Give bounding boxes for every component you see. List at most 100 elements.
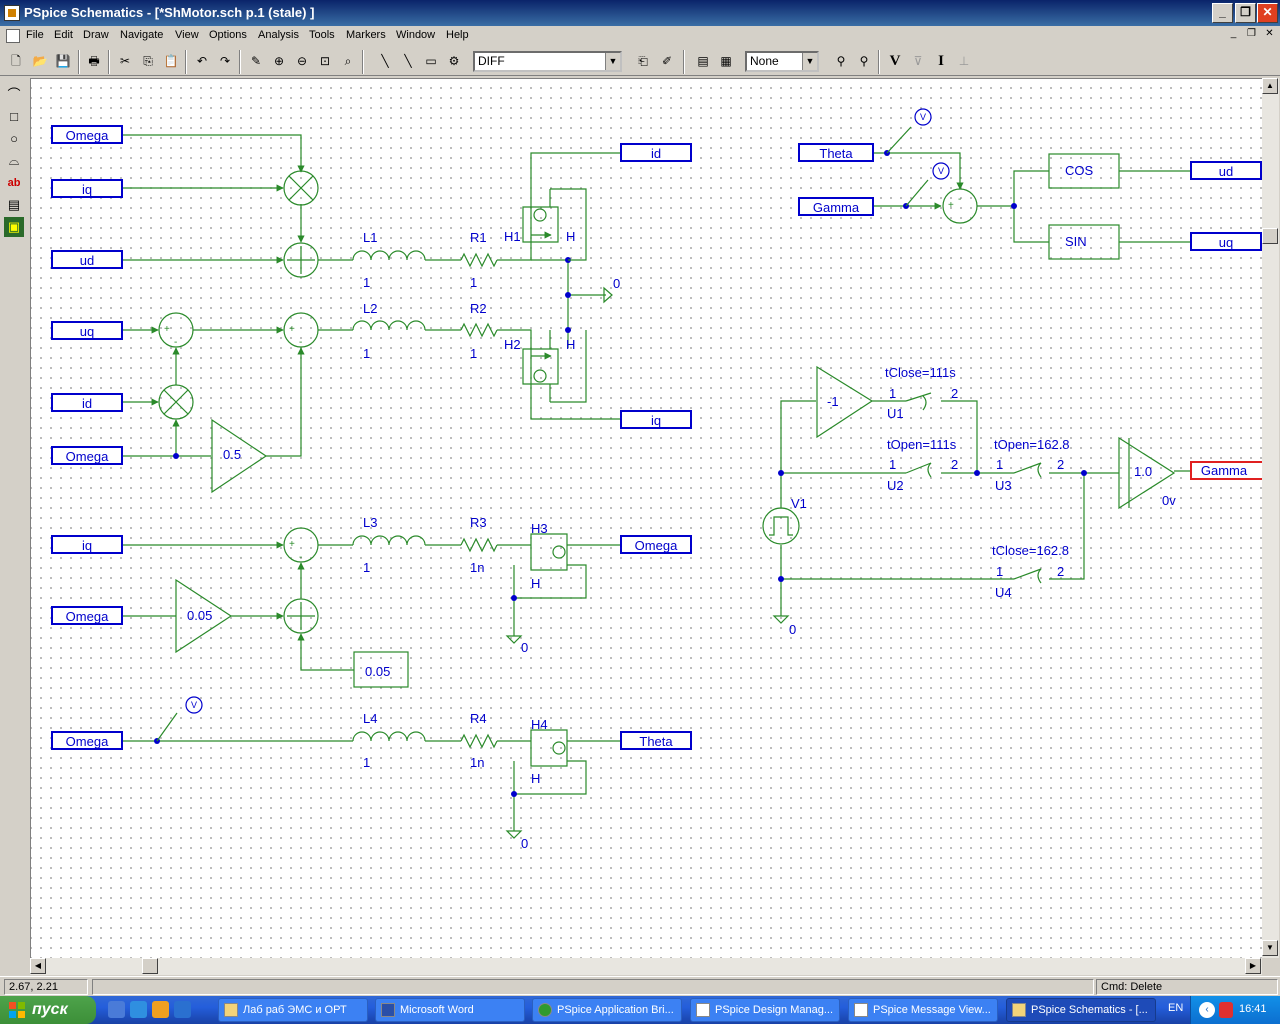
media-player-icon[interactable]: [152, 1001, 169, 1018]
draw-bus-icon[interactable]: ╲: [404, 54, 412, 68]
zoom-out-icon[interactable]: ⊖: [296, 54, 308, 68]
scroll-left-icon[interactable]: ◀: [30, 958, 46, 974]
voltage-probe-icon[interactable]: [932, 162, 950, 180]
mdi-minimize-button[interactable]: _: [1230, 28, 1237, 39]
menu-view[interactable]: View: [175, 29, 199, 41]
task-folder[interactable]: Лаб раб ЭМС и ОРТ: [218, 998, 368, 1022]
menu-edit[interactable]: Edit: [54, 29, 73, 41]
comparator-block[interactable]: [1118, 436, 1176, 510]
port-iq[interactable]: [620, 410, 692, 429]
power-marker-icon[interactable]: ⊥: [958, 54, 970, 68]
task-schematics[interactable]: PSpice Schematics - [...: [1006, 998, 1156, 1022]
resistor-r1[interactable]: [460, 252, 498, 268]
pspice-app-icon[interactable]: [4, 5, 20, 21]
document-icon[interactable]: [6, 29, 20, 43]
tray-expand-icon[interactable]: ‹: [1199, 1002, 1215, 1018]
multiplier-block[interactable]: [158, 384, 194, 420]
chevron-down-icon[interactable]: ▼: [605, 53, 620, 70]
port-uq[interactable]: [1190, 232, 1262, 251]
multiplier-block[interactable]: [283, 170, 319, 206]
sin-block[interactable]: [1048, 224, 1120, 260]
circle-tool-icon[interactable]: ○: [10, 131, 18, 146]
show-desktop-icon[interactable]: [108, 1001, 125, 1018]
port-id[interactable]: [620, 143, 692, 162]
draw-wire-icon[interactable]: ╲: [381, 54, 389, 68]
mdi-close-button[interactable]: ✕: [1265, 28, 1274, 39]
clock[interactable]: 16:41: [1239, 1003, 1267, 1015]
cut-icon[interactable]: ✂: [119, 54, 131, 68]
port-omega[interactable]: [51, 125, 123, 144]
current-source-h3[interactable]: [530, 533, 568, 571]
current-source-h1[interactable]: [522, 188, 587, 261]
voltage-marker-icon[interactable]: V: [889, 53, 901, 69]
resistor-r4[interactable]: [460, 733, 498, 749]
task-word[interactable]: Microsoft Word: [375, 998, 525, 1022]
draw-block-icon[interactable]: ▭: [425, 54, 437, 68]
menu-help[interactable]: Help: [446, 29, 469, 41]
schematic-drawing[interactable]: V V V Omega iq ud uq id Omega iq Omega O…: [31, 79, 1262, 958]
simulate-icon[interactable]: ▦: [720, 54, 732, 68]
resistor-r2[interactable]: [460, 322, 498, 338]
mdi-restore-button[interactable]: ❐: [1247, 28, 1256, 39]
gain-block[interactable]: [211, 418, 268, 494]
port-theta[interactable]: [798, 143, 874, 162]
difference-block[interactable]: [283, 527, 319, 563]
voltage-probe-icon[interactable]: [914, 108, 932, 126]
edit-symbol-icon[interactable]: ✐: [661, 54, 673, 68]
probe-area-icon[interactable]: ⚲: [859, 54, 869, 68]
port-theta[interactable]: [620, 731, 692, 750]
undo-icon[interactable]: ↶: [196, 54, 208, 68]
box-tool-icon[interactable]: □: [10, 109, 18, 124]
chevron-down-icon[interactable]: ▼: [802, 53, 817, 70]
port-omega[interactable]: [620, 535, 692, 554]
port-ud[interactable]: [1190, 161, 1262, 180]
copy-icon[interactable]: ⎘: [143, 54, 153, 68]
switch-u4[interactable]: [1013, 568, 1042, 580]
print-icon[interactable]: 🖶: [88, 54, 100, 68]
quick-launch-icon[interactable]: [174, 1001, 191, 1018]
save-icon[interactable]: 💾: [55, 54, 71, 68]
antivirus-icon[interactable]: [1219, 1002, 1233, 1018]
schematic-canvas[interactable]: V V V Omega iq ud uq id Omega iq Omega O…: [30, 78, 1262, 958]
menu-navigate[interactable]: Navigate: [120, 29, 164, 41]
pulse-source-v1[interactable]: [762, 507, 800, 545]
switch-u3[interactable]: [1013, 462, 1042, 474]
scroll-right-icon[interactable]: ▶: [1245, 958, 1261, 974]
inductor-l3[interactable]: [352, 535, 426, 546]
switch-u2[interactable]: [905, 462, 932, 474]
vertical-scrollbar[interactable]: ▲ ▼: [1262, 78, 1279, 958]
menu-options[interactable]: Options: [209, 29, 247, 41]
gain-block[interactable]: [175, 578, 233, 654]
horizontal-scroll-thumb[interactable]: [142, 958, 158, 974]
current-marker-icon[interactable]: I: [938, 53, 944, 69]
inverter-gain-block[interactable]: [816, 365, 874, 439]
zoom-area-icon[interactable]: ⊡: [319, 54, 331, 68]
open-icon[interactable]: 📂: [32, 54, 48, 68]
resistor-r3[interactable]: [460, 537, 498, 553]
inductor-l2[interactable]: [352, 320, 426, 331]
zoom-fit-icon[interactable]: ⌕: [344, 54, 352, 68]
port-omega[interactable]: [51, 731, 123, 750]
internet-explorer-icon[interactable]: [130, 1001, 147, 1018]
edit-attributes-icon[interactable]: ⎗: [638, 54, 648, 68]
menu-tools[interactable]: Tools: [309, 29, 335, 41]
constant-block[interactable]: [353, 651, 409, 688]
port-uq[interactable]: [51, 321, 123, 340]
start-button[interactable]: пуск: [0, 996, 96, 1024]
port-iq[interactable]: [51, 535, 123, 554]
probe-icon[interactable]: ⚲: [836, 54, 846, 68]
scroll-down-icon[interactable]: ▼: [1262, 940, 1278, 956]
redraw-icon[interactable]: ✎: [250, 54, 262, 68]
port-gamma-selected[interactable]: [1190, 461, 1262, 480]
difference-block[interactable]: [942, 188, 978, 224]
scroll-up-icon[interactable]: ▲: [1262, 78, 1278, 94]
picture-tool-icon[interactable]: ▣: [4, 217, 24, 237]
restore-button[interactable]: ❐: [1235, 3, 1256, 23]
port-omega[interactable]: [51, 446, 123, 465]
marker-combo[interactable]: None▼: [745, 51, 819, 72]
port-omega[interactable]: [51, 606, 123, 625]
zoom-in-icon[interactable]: ⊕: [273, 54, 285, 68]
menu-file[interactable]: File: [26, 29, 44, 41]
language-indicator[interactable]: EN: [1168, 1002, 1184, 1014]
task-pspice-bridge[interactable]: PSpice Application Bri...: [532, 998, 682, 1022]
